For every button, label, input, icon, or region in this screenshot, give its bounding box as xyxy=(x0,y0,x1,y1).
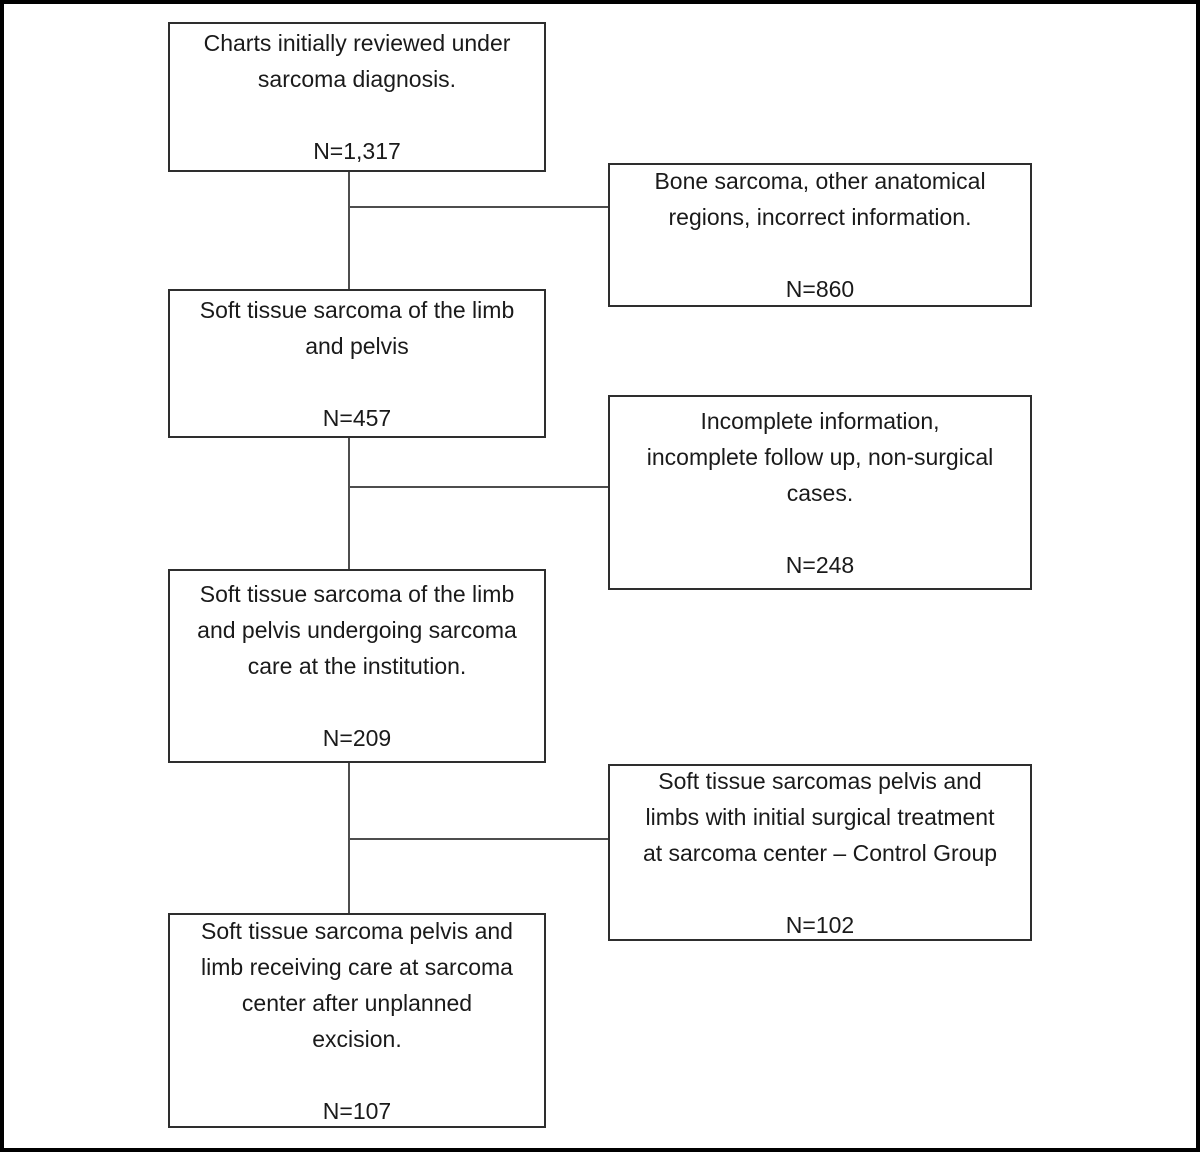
flow-box-text: Soft tissue sarcoma of the limb and pelv… xyxy=(199,296,515,359)
control-group-count: N=102 xyxy=(785,911,855,938)
exclusion-box-text: Incomplete information, incomplete follo… xyxy=(646,407,994,506)
flow-box-sts-limb-pelvis: Soft tissue sarcoma of the limb and pelv… xyxy=(168,289,546,438)
connector-branch-2 xyxy=(348,486,608,488)
flow-box-count: N=1,317 xyxy=(313,138,401,164)
connector-branch-3 xyxy=(348,838,608,840)
control-group-box: Soft tissue sarcomas pelvis and limbs wi… xyxy=(608,764,1032,941)
exclusion-box-incomplete: Incomplete information, incomplete follo… xyxy=(608,395,1032,590)
flow-box-count: N=457 xyxy=(322,404,392,431)
connector-vertical-2 xyxy=(348,438,350,569)
flow-box-text: Soft tissue sarcoma of the limb and pelv… xyxy=(197,581,517,679)
connector-branch-1 xyxy=(348,206,608,208)
flow-box-count: N=107 xyxy=(322,1097,392,1124)
flow-box-sts-unplanned-excision: Soft tissue sarcoma pelvis and limb rece… xyxy=(168,913,546,1128)
flow-box-charts-reviewed: Charts initially reviewed under sarcoma … xyxy=(168,22,546,172)
exclusion-box-count: N=860 xyxy=(785,276,855,302)
flow-box-text: Soft tissue sarcoma pelvis and limb rece… xyxy=(201,917,513,1052)
flow-box-text: Charts initially reviewed under sarcoma … xyxy=(203,30,511,92)
flow-box-count: N=209 xyxy=(322,725,392,751)
exclusion-box-bone-sarcoma: Bone sarcoma, other anatomical regions, … xyxy=(608,163,1032,307)
flow-box-sts-institution-care: Soft tissue sarcoma of the limb and pelv… xyxy=(168,569,546,763)
control-group-text: Soft tissue sarcomas pelvis and limbs wi… xyxy=(642,767,998,866)
exclusion-box-count: N=248 xyxy=(785,551,855,578)
exclusion-box-text: Bone sarcoma, other anatomical regions, … xyxy=(654,168,986,230)
connector-vertical-1 xyxy=(348,172,350,289)
